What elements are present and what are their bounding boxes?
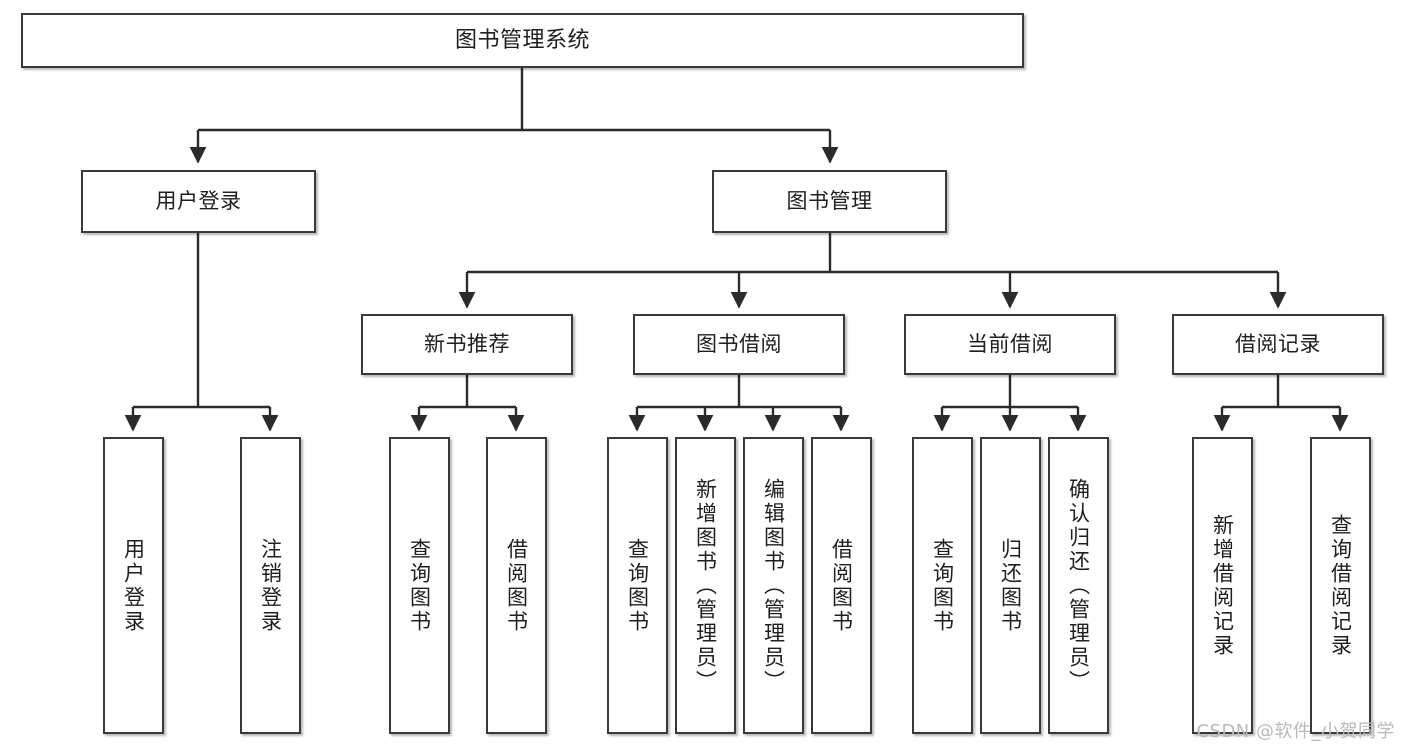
leaf-user-login[interactable]: 用户登录 xyxy=(103,437,164,734)
leaf-add-book-admin[interactable]: 新增图书（管理员） xyxy=(675,437,736,734)
leaf-return-book[interactable]: 归还图书 xyxy=(980,437,1041,734)
node-label: 借阅记录 xyxy=(1235,332,1321,357)
node-new-book-recommend[interactable]: 新书推荐 xyxy=(361,314,573,375)
leaf-add-borrow-record[interactable]: 新增借阅记录 xyxy=(1192,437,1253,734)
node-label: 图书管理系统 xyxy=(454,27,590,53)
node-label: 新书推荐 xyxy=(424,332,510,357)
leaf-query-book-1[interactable]: 查询图书 xyxy=(389,437,450,734)
node-label: 新增图书（管理员） xyxy=(693,477,718,694)
node-root-system[interactable]: 图书管理系统 xyxy=(21,13,1024,68)
leaf-query-borrow-record[interactable]: 查询借阅记录 xyxy=(1310,437,1371,734)
node-label: 图书管理 xyxy=(786,189,873,214)
node-label: 借阅图书 xyxy=(504,537,529,634)
leaf-query-book-3[interactable]: 查询图书 xyxy=(912,437,973,734)
node-label: 用户登录 xyxy=(121,537,146,634)
node-book-borrow[interactable]: 图书借阅 xyxy=(633,314,845,375)
node-label: 确认归还（管理员） xyxy=(1066,477,1091,694)
leaf-borrow-book-2[interactable]: 借阅图书 xyxy=(811,437,872,734)
node-label: 查询图书 xyxy=(407,537,432,634)
node-label: 查询借阅记录 xyxy=(1328,513,1353,658)
leaf-logout-login[interactable]: 注销登录 xyxy=(240,437,301,734)
node-label: 用户登录 xyxy=(155,189,242,214)
node-book-manage[interactable]: 图书管理 xyxy=(712,170,947,233)
node-label: 归还图书 xyxy=(998,537,1023,634)
node-label: 借阅图书 xyxy=(829,537,854,634)
node-label: 图书借阅 xyxy=(696,332,782,357)
leaf-query-book-2[interactable]: 查询图书 xyxy=(607,437,668,734)
node-label: 新增借阅记录 xyxy=(1210,513,1235,658)
node-label: 注销登录 xyxy=(258,537,283,634)
node-label: 当前借阅 xyxy=(967,332,1053,357)
node-label: 查询图书 xyxy=(625,537,650,634)
leaf-borrow-book-1[interactable]: 借阅图书 xyxy=(486,437,547,734)
node-label: 查询图书 xyxy=(930,537,955,634)
node-user-login[interactable]: 用户登录 xyxy=(81,170,316,233)
node-label: 编辑图书（管理员） xyxy=(761,477,786,694)
leaf-confirm-return-admin[interactable]: 确认归还（管理员） xyxy=(1048,437,1109,734)
leaf-edit-book-admin[interactable]: 编辑图书（管理员） xyxy=(743,437,804,734)
node-current-borrow[interactable]: 当前借阅 xyxy=(904,314,1116,375)
node-borrow-record[interactable]: 借阅记录 xyxy=(1172,314,1384,375)
csdn-watermark: CSDN @软件_小贺同学 xyxy=(1196,721,1395,742)
